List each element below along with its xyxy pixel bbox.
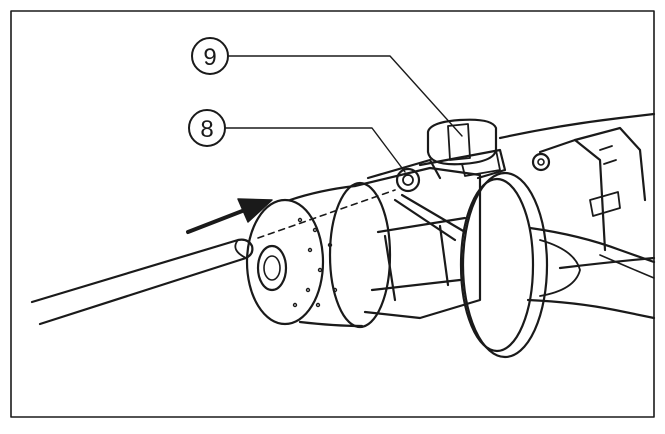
callout-8-circle [188, 109, 226, 147]
chuck-knurling [292, 217, 338, 308]
callout-9: 9 [191, 37, 463, 137]
lock-lever [426, 118, 501, 177]
chuck [245, 181, 392, 329]
callout-9-label: 9 [203, 44, 216, 71]
release-pin [395, 167, 421, 193]
insertion-arrow [186, 198, 273, 234]
callout-9-leader [228, 55, 463, 137]
callout-8-label: 8 [200, 116, 213, 143]
callout-8: 8 [188, 109, 406, 173]
clamp-collar [353, 148, 507, 320]
callout-8-leader [225, 127, 406, 173]
illustration-border [10, 10, 655, 418]
callout-9-circle [191, 37, 229, 75]
drill-body [498, 112, 656, 270]
drill-bit [30, 189, 396, 326]
side-handle [459, 171, 656, 359]
